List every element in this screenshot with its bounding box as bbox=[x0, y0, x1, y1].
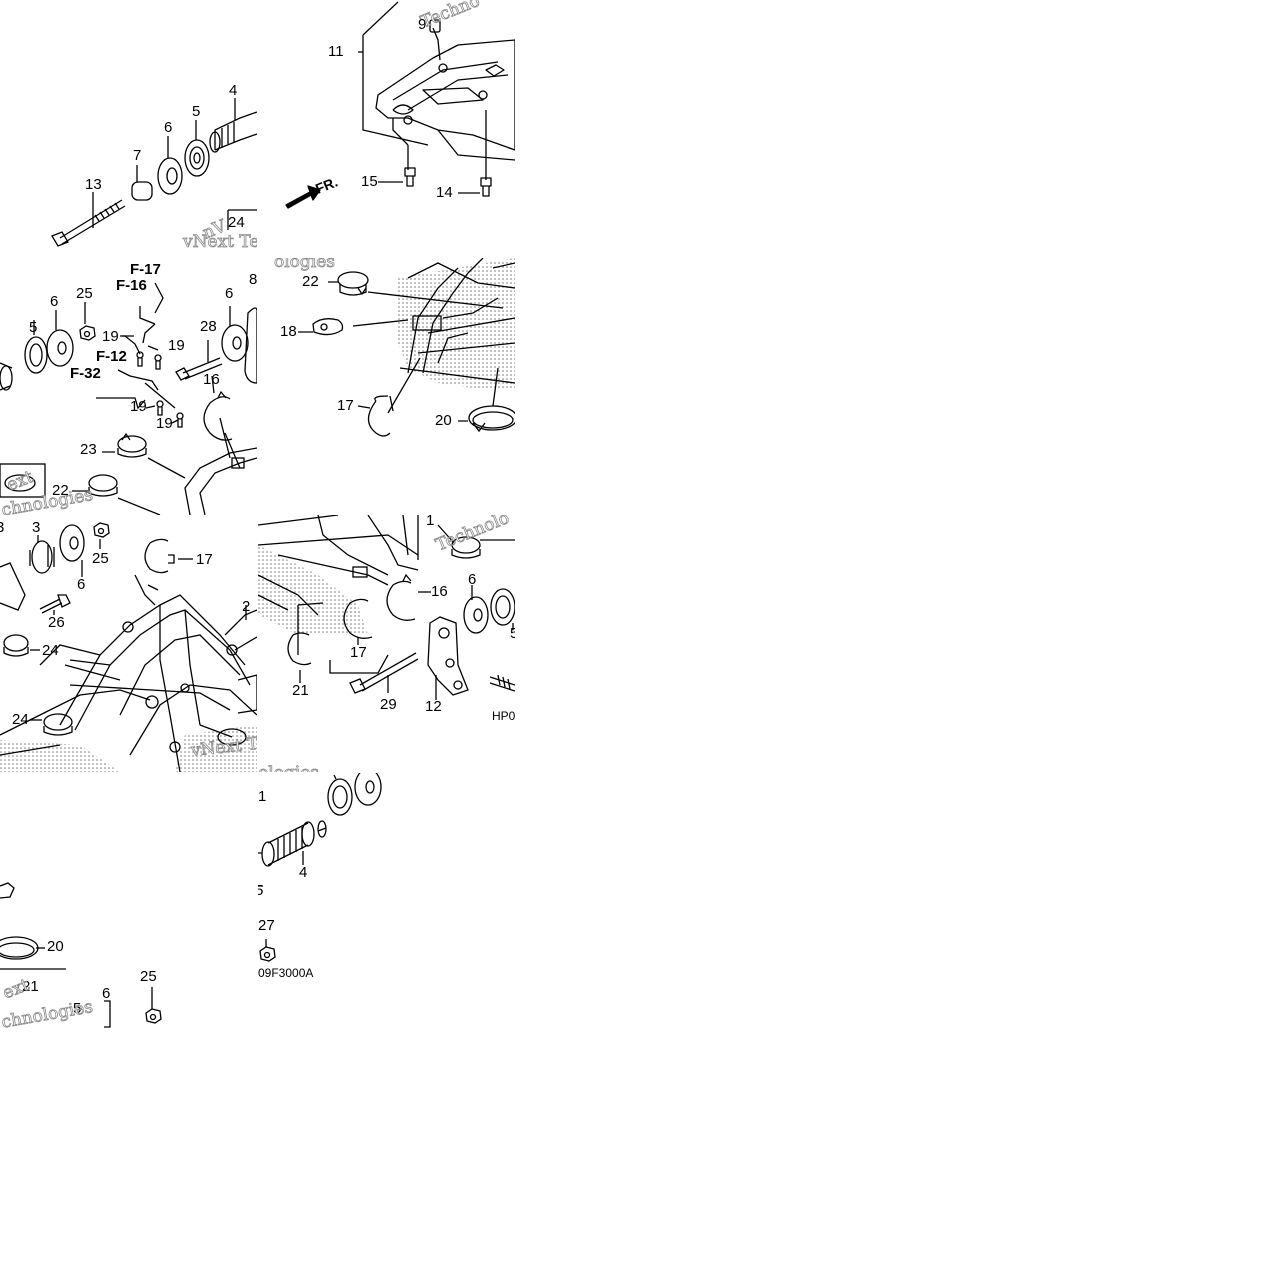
skid-plate-drawing bbox=[285, 1, 515, 209]
frame-lower-right-drawing bbox=[258, 515, 515, 700]
callout-20: 20 bbox=[47, 938, 64, 955]
callout-22: 22 bbox=[52, 482, 69, 499]
callout-2: 2 bbox=[242, 598, 251, 615]
callout-5: 5 bbox=[258, 882, 264, 899]
callout-3: 3 bbox=[32, 519, 41, 536]
callout-28: 28 bbox=[200, 318, 217, 335]
callout-8: 8 bbox=[249, 271, 257, 288]
callout-6: 6 bbox=[225, 285, 234, 302]
reference-f-17: F-17 bbox=[130, 261, 161, 278]
callout-23: 23 bbox=[80, 441, 97, 458]
callout-19: 19 bbox=[130, 398, 147, 415]
callout-6: 6 bbox=[164, 119, 173, 136]
callout-24: 24 bbox=[42, 642, 59, 659]
callout-19: 19 bbox=[168, 337, 185, 354]
tile-bottom-left: 20 21 5 6 25 ext chnologies bbox=[0, 773, 257, 1033]
callout-12: 12 bbox=[425, 698, 442, 715]
callout-13: 13 bbox=[85, 176, 102, 193]
tile-frame-clamps: ologies 22 18 17 20 bbox=[258, 258, 515, 515]
reference-f-16: F-16 bbox=[116, 277, 147, 294]
callout-17: 17 bbox=[350, 644, 367, 661]
callout-21: 21 bbox=[22, 978, 39, 995]
watermark-fragment: ologies bbox=[274, 258, 336, 272]
callout-27: 27 bbox=[258, 917, 275, 934]
callout-5: 5 bbox=[73, 1000, 82, 1017]
callout-11: 11 bbox=[328, 43, 344, 60]
callout-18: 18 bbox=[280, 323, 297, 340]
tile-grommets-references: F-17 F-16 F-12 F-32 6 25 5 19 19 19 19 2… bbox=[0, 258, 257, 515]
callout-7: 7 bbox=[133, 147, 142, 164]
callout-16: 16 bbox=[431, 583, 448, 600]
frame-lower-left-drawing bbox=[0, 522, 257, 772]
watermark-fragment: vNext Tec bbox=[183, 232, 257, 253]
callout-6: 6 bbox=[102, 985, 111, 1002]
tile-frame-lower-left: 3 3 25 6 17 26 24 24 2 vNext Tec bbox=[0, 515, 257, 772]
callout-29: 29 bbox=[380, 696, 397, 713]
callout-24: 24 bbox=[228, 214, 245, 231]
tile-skid-plate: Techno 9 11 15 14 FR. bbox=[258, 0, 515, 257]
callout-20: 20 bbox=[435, 412, 452, 429]
callout-6: 6 bbox=[77, 576, 86, 593]
callout-26: 26 bbox=[48, 614, 65, 631]
callout-25: 25 bbox=[76, 285, 93, 302]
tile-frame-lower-right: Technolo 16 6 5 17 21 29 12 1 HP0 ologie… bbox=[258, 515, 515, 772]
bottom-left-drawing bbox=[0, 882, 162, 1028]
tile-pivot-shaft: 1 4 5 27 09F3000A bbox=[258, 773, 398, 983]
callout-25: 25 bbox=[92, 550, 109, 567]
callout-9: 9 bbox=[418, 16, 427, 33]
callout-22: 22 bbox=[302, 273, 319, 290]
callout-19: 19 bbox=[156, 415, 173, 432]
collar-stack-drawing bbox=[51, 98, 257, 247]
reference-f-32: F-32 bbox=[70, 365, 101, 382]
callout-1: 1 bbox=[258, 788, 267, 805]
callout-6: 6 bbox=[50, 293, 59, 310]
callout-4: 4 bbox=[229, 82, 238, 99]
reference-f-12: F-12 bbox=[96, 348, 127, 365]
callout-24: 24 bbox=[12, 711, 29, 728]
diagram-code-fragment: HP0 bbox=[492, 709, 515, 723]
tile-collar-stack: 4 5 6 7 13 24 vNext Tec nV bbox=[0, 0, 257, 257]
callout-5: 5 bbox=[29, 319, 38, 336]
grommets-drawing bbox=[0, 282, 257, 515]
callout-6: 6 bbox=[468, 571, 477, 588]
diagram-code-fragment: 09F3000A bbox=[258, 966, 314, 980]
pivot-shaft-drawing bbox=[258, 773, 382, 962]
callout-16: 16 bbox=[203, 371, 220, 388]
callout-3: 3 bbox=[0, 519, 5, 536]
callout-17: 17 bbox=[196, 551, 213, 568]
callout-14: 14 bbox=[436, 184, 453, 201]
callout-21: 21 bbox=[292, 682, 309, 699]
callout-5: 5 bbox=[510, 625, 515, 642]
callout-25: 25 bbox=[140, 968, 157, 985]
callout-17: 17 bbox=[337, 397, 354, 414]
watermark-fragment: ologies bbox=[258, 763, 319, 772]
callout-15: 15 bbox=[361, 173, 378, 190]
callout-4: 4 bbox=[299, 864, 308, 881]
frame-clamps-drawing bbox=[298, 258, 515, 437]
callout-5: 5 bbox=[192, 103, 201, 120]
callout-19: 19 bbox=[102, 328, 119, 345]
callout-1: 1 bbox=[426, 515, 435, 529]
